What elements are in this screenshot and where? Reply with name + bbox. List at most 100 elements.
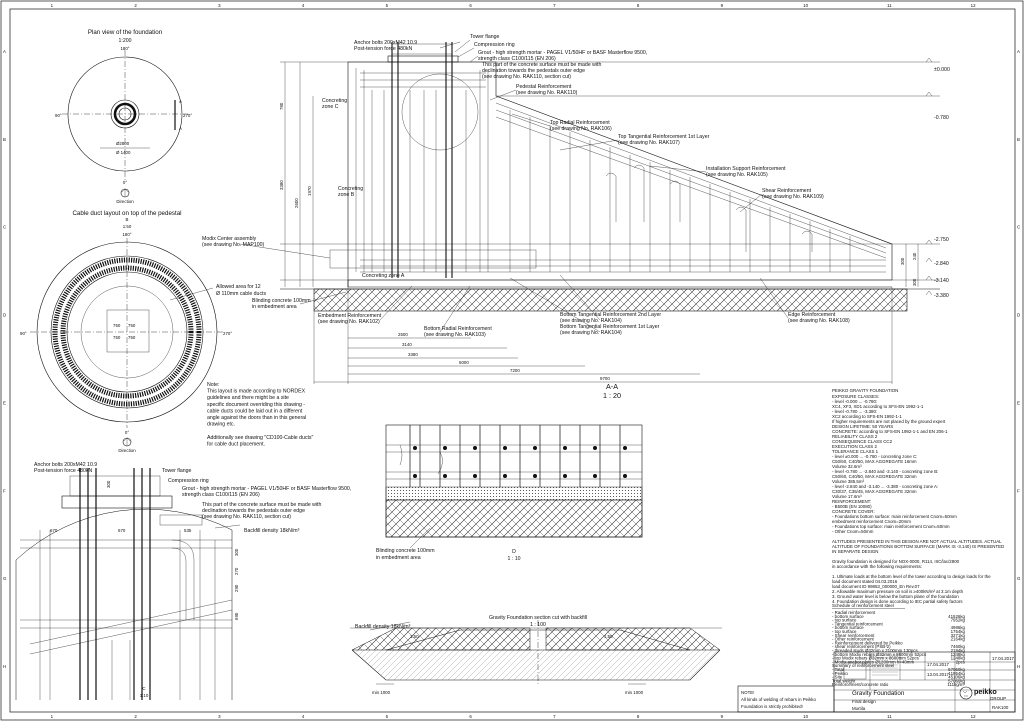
vdim-3380: 3380 bbox=[279, 180, 284, 190]
quantity-row-value: 2164kg bbox=[951, 637, 966, 642]
border-letter: F bbox=[1017, 488, 1020, 493]
spec-line: - level -0.000 ... -0.780: bbox=[832, 399, 877, 404]
backfill-min-right: min 1000 bbox=[625, 690, 644, 695]
section-label: zone C bbox=[322, 104, 339, 110]
tower-flange bbox=[391, 43, 453, 55]
quantity-row-label: - shear reinforcement (PSB-2) bbox=[832, 644, 891, 649]
border-letter: F bbox=[3, 488, 6, 493]
section-label: Anchor bolts 200xM42 10.9 bbox=[354, 40, 417, 46]
section-label: (see drawing No. RAK104) bbox=[560, 318, 622, 324]
border-number: 12 bbox=[971, 714, 976, 719]
vdim-1970: 1970 bbox=[307, 186, 312, 196]
quantity-row-value: 41526kg bbox=[948, 614, 965, 619]
spec-line: Volume 17.6m³ bbox=[832, 494, 862, 499]
border-number: 1 bbox=[51, 3, 54, 8]
detail-c-dim-300b: 300 bbox=[106, 480, 111, 488]
level-2750: -2.750 bbox=[934, 237, 949, 243]
section-label: (see drawing No. RAK109) bbox=[762, 194, 824, 200]
quantity-row-label: Summary of reinforcement steel bbox=[832, 663, 894, 668]
border-number: 6 bbox=[469, 714, 472, 719]
detail-c-dim-670b: 670 bbox=[118, 528, 126, 533]
border-number: 11 bbox=[887, 714, 892, 719]
note-line: cable ducts could be laid out in a diffe… bbox=[207, 408, 303, 414]
cable-duct-view: Cable duct layout on top of the pedestal… bbox=[20, 210, 266, 453]
title-block: NOTE! All kinds of welding of rebars in … bbox=[737, 651, 1016, 713]
quantity-row-label: Reinforcement/concrete ratio bbox=[832, 682, 889, 687]
cable-allowed-label: Allowed area for 12 bbox=[216, 284, 261, 290]
border-letter: A bbox=[3, 49, 6, 54]
section-label: Grout - high strength mortar - PAGEL V1/… bbox=[478, 50, 647, 56]
section-label: (see drawing No. RAK103) bbox=[424, 332, 486, 338]
section-label: Blinding concrete 100mm bbox=[252, 298, 311, 304]
section-label: (see drawing No. RAK102) bbox=[318, 319, 380, 325]
border-letter: B bbox=[3, 137, 6, 142]
cable-direction-label: Direction bbox=[118, 448, 136, 453]
backfill-slope-left: 1:50 bbox=[410, 634, 419, 639]
title-note-line2: Foundation is strictly prohibited! bbox=[741, 704, 803, 709]
cable-view-scale: 1:50 bbox=[123, 224, 132, 229]
section-aa-scale: 1 : 20 bbox=[603, 391, 621, 400]
border-number: 11 bbox=[887, 3, 892, 8]
border-letter: G bbox=[1017, 576, 1021, 581]
section-label: Compression ring bbox=[474, 42, 515, 48]
vdim-300b: 300 bbox=[912, 278, 917, 286]
spec-line: ALTITUDES PRESENTED IN THIS DESIGN ARE N… bbox=[832, 539, 1002, 544]
spec-line: CONCRETE: according to SFS-EN 1992-1-1 a… bbox=[832, 429, 948, 434]
backfill-right bbox=[545, 627, 721, 651]
quantity-row-value: 45106kg bbox=[948, 675, 965, 680]
quantity-row-label: - Reinforcement delivered by Peikko bbox=[832, 640, 903, 645]
section-label: (see drawing No. RAK104) bbox=[560, 330, 622, 336]
hdim-7200: 7200 bbox=[510, 368, 520, 373]
spec-line: TOLERANCE CLASS 1 bbox=[832, 449, 879, 454]
border-letter: B bbox=[1017, 137, 1020, 142]
spec-line: - level -0.780 ... -2.840 and -3.140 - c… bbox=[832, 469, 938, 474]
spec-line: IN SEPARATE DESIGN bbox=[832, 549, 878, 554]
detail-c-callout bbox=[401, 73, 479, 151]
note-block: Note:This layout is made according to NO… bbox=[207, 382, 313, 447]
detail-c-label: strength class C100/115 (EN 206) bbox=[182, 492, 260, 498]
section-label: Top Tangential Reinforcement 1st Layer bbox=[618, 134, 710, 140]
quantity-row-value: 1754kg bbox=[951, 629, 966, 634]
backfill-section: Backfill density 18kN/m³ Gravity Foundat… bbox=[350, 615, 722, 695]
plan-dim-2800: Ø2800 bbox=[116, 141, 130, 146]
quantity-row-label: - Shear reinforcement bbox=[832, 633, 875, 638]
border-letter: C bbox=[3, 225, 6, 230]
detail-c-dim-290: 290 bbox=[234, 584, 239, 592]
section-label: zone B bbox=[338, 192, 355, 198]
note-line: drawing etc. bbox=[207, 422, 235, 428]
plan-angle-0: 0° bbox=[123, 180, 127, 185]
section-label: Concreting zone A bbox=[362, 273, 405, 279]
spec-line: - Other Cnom=50mm bbox=[832, 529, 874, 534]
level-marks: ±0.000 -0.780 -2.750 -2.840 -3.140 -3.38… bbox=[925, 57, 950, 299]
cable-ducts-label: Ø 110mm cable ducts bbox=[216, 291, 266, 297]
cable-angle-270: 270° bbox=[223, 331, 232, 336]
border-letter: D bbox=[3, 313, 6, 318]
detail-c-dim-535: 535 bbox=[184, 528, 192, 533]
border-number: 12 bbox=[971, 3, 976, 8]
section-aa: ±0.000 -0.780 -2.750 -2.840 -3.140 -3.38… bbox=[279, 42, 950, 400]
vdim-2600: 2600 bbox=[294, 198, 299, 208]
border-number: 3 bbox=[218, 714, 221, 719]
hdim-5000: 5000 bbox=[459, 360, 469, 365]
note-line: angle against the doors than in this gen… bbox=[207, 415, 306, 421]
spec-line: - level -0.780 ... -3.380: bbox=[832, 409, 877, 414]
cable-view-mark: B bbox=[126, 217, 129, 222]
section-label: (see drawing No. MAP100) bbox=[202, 242, 265, 248]
spec-line: 2. Allowable maximum pressure on soil is… bbox=[832, 589, 964, 594]
title-location: Murtila bbox=[852, 706, 866, 711]
spec-line: 3. Ground water level is below the botto… bbox=[832, 594, 959, 599]
cable-duct-area bbox=[106, 309, 150, 353]
cable-angle-180: 180° bbox=[122, 232, 131, 237]
spec-line: - level ±0.000 ... -0.780 - concreting z… bbox=[832, 454, 917, 459]
peikko-logo-icon bbox=[959, 686, 973, 700]
level-2840: -2.840 bbox=[934, 261, 949, 267]
section-label: (see drawing No. RAK105) bbox=[706, 172, 768, 178]
level-3140: -3.140 bbox=[934, 278, 949, 284]
detail-c-label: Backfill density 18kN/m³ bbox=[244, 528, 300, 534]
title-date: 17.04.2017 bbox=[992, 656, 1015, 661]
quantity-row-value: 57060kg bbox=[948, 667, 965, 672]
border-number: 8 bbox=[637, 3, 640, 8]
spec-line: CONCRETE COVER: bbox=[832, 509, 875, 514]
section-label: (see drawing No. RAK108) bbox=[788, 318, 850, 324]
